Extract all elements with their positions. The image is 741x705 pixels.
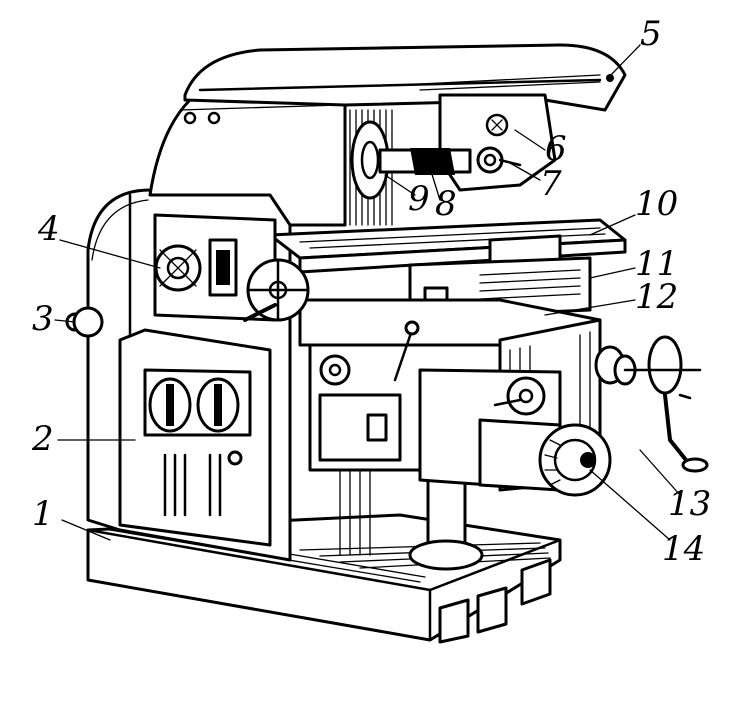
handwheel-column (243, 258, 310, 322)
callout-3: 3 (32, 299, 54, 339)
electrical-cabinet (118, 328, 272, 547)
leader-lines (54, 44, 681, 541)
spindle-assembly (350, 93, 557, 200)
elevating-screw (339, 469, 484, 571)
leader-6 (514, 129, 546, 151)
leader-1 (61, 519, 111, 541)
callout-labels: 1 2 3 4 5 6 7 8 9 10 11 12 13 14 (31, 14, 711, 569)
leader-14 (589, 469, 671, 541)
callout-12: 12 (635, 277, 678, 317)
leader-13 (639, 449, 681, 496)
callout-13: 13 (668, 484, 711, 524)
leader-11 (589, 267, 636, 279)
leader-12 (544, 299, 636, 316)
leader-4 (59, 239, 161, 269)
callout-5: 5 (640, 14, 662, 54)
callout-1: 1 (32, 494, 54, 534)
leader-8 (429, 167, 441, 201)
leader-10 (589, 214, 636, 236)
leader-5 (607, 44, 641, 79)
callout-14: 14 (662, 529, 705, 569)
feed-gearbox (418, 368, 612, 497)
speed-dial (153, 213, 277, 322)
callout-7: 7 (540, 164, 562, 204)
callout-9: 9 (408, 179, 430, 219)
callout-2: 2 (31, 419, 54, 459)
callout-6: 6 (545, 129, 567, 169)
overarm (183, 43, 627, 112)
callout-8: 8 (435, 184, 457, 224)
leader-7 (509, 162, 541, 181)
callout-10: 10 (635, 184, 678, 224)
callout-4: 4 (37, 209, 60, 249)
callout-11: 11 (635, 244, 678, 284)
leader-9 (384, 174, 416, 196)
leader-3 (54, 319, 76, 323)
crank-handle (594, 335, 709, 473)
